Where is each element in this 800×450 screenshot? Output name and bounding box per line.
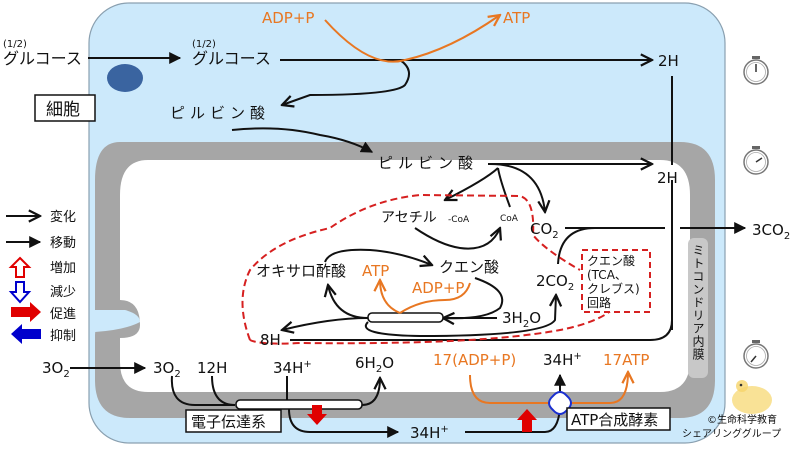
glycolysis-loop [282,59,410,105]
cell-glucose: グルコース [192,49,271,68]
adp-to-synthase [469,374,550,404]
legend-promote-arrow-icon [11,302,41,322]
mito-pyruvate: ピルビン酸 [378,154,478,172]
glycolysis-atp-arrow [324,15,500,63]
oxaloacetate-to-citrate-arrow [324,248,432,265]
o2-to-etc [170,375,235,406]
synthase-to-atp-arrow [570,372,628,404]
cell-glucose-fraction: (1/2) [192,39,216,50]
legend-down-arrow-icon [8,281,32,304]
cycle-to-8h-arrow [282,317,369,330]
coa-return [497,167,511,208]
tca-cycle-boundary [241,193,621,345]
cell-atp: ATP [503,9,530,27]
mito-2h: 2H [657,169,678,187]
citric-acid: クエン酸 [439,258,499,276]
h-collect-line [290,319,673,341]
pyruvate-to-co2-arrow [489,163,545,212]
tca-label-line-2: (TCA、 [587,268,627,282]
legend-label-2: 移動 [50,236,76,251]
cycle-to-2co2-arrow [365,295,556,338]
legend-label-6: 抑制 [50,329,76,344]
cycle-adp-p: ADP+P [412,279,464,297]
acetyl-to-citrate-arrow [414,228,500,250]
duck-mascot-icon [732,380,772,414]
stopwatch-icon [743,340,769,369]
legend-inhibit-arrow-icon [11,324,41,344]
cell-label-box [34,94,96,122]
inner-membrane-label: ミトコンドリア内膜 [691,244,705,361]
cycle-adp-arc [399,282,471,314]
12h-to-etc [211,375,236,406]
legend-label-3: 増加 [50,261,76,276]
stopwatch-icon [743,56,769,85]
adp-17: 17(ADP+P) [433,351,516,369]
cycle-atp: ATP [362,262,389,280]
eight-h: 8H [260,331,281,349]
water: 6H2O [355,354,394,375]
legend-label-4: 減少 [50,284,76,300]
pyruvate-transport-arrow [231,127,374,153]
mito-o2: 3O2 [153,359,181,380]
h-plus-34: 34H+ [273,359,312,377]
outside-o2: 3O2 [42,359,70,380]
etc-promote-arrow-icon [307,405,327,425]
outside-glucose: グルコース [3,49,82,68]
outside-co2: 3CO2 [752,221,790,242]
h-plus-34-bottom: 34H+ [410,424,449,442]
synthase-promote-arrow-icon [517,409,537,432]
two-co2: 2CO2 [536,272,574,293]
nucleus [107,64,143,92]
legend-label-1: 変化 [50,209,76,225]
acetyl-coa-suffix: -CoA [448,215,470,225]
atp-17: 17ATP [603,351,649,369]
inner-membrane-label-box [688,238,708,378]
legend-label-5: 促進 [50,307,76,322]
three-h2o: 3H2O [502,309,541,330]
legend-up-arrow-icon [8,256,32,278]
credit-line-2: シェアリンググループ [682,427,781,440]
tca-enzyme-tube [367,312,444,323]
stopwatch-icon [743,146,769,175]
twelve-h: 12H [197,359,227,377]
coa: CoA [500,214,519,224]
cell-adp-p: ADP+P [262,9,314,27]
atp-synthase-label: ATP合成酵素 [571,411,658,429]
outside-glucose-fraction: (1/2) [3,39,27,50]
synthase-label-box [566,407,671,431]
h-plus-34-top: 34H+ [543,351,582,369]
tca-label-line-4: 回路 [587,295,611,310]
cell-label: 細胞 [46,100,80,120]
tca-label-line-3: クレブス) [587,281,640,296]
etc-label-box [185,409,282,433]
acetyl: アセチル [381,210,437,226]
etc-tube [235,399,363,410]
tca-label: クエン酸 (TCA、 クレブス) 回路 [587,253,640,310]
tca-label-box [581,249,651,313]
proton-pump-path [288,408,400,438]
pyruvate-to-acetyl-arrow [445,167,499,200]
membrane-fold [95,312,140,332]
tca-label-line-1: クエン酸 [587,253,635,268]
legend: 変化 移動 増加 減少 促進 抑制 [6,209,76,344]
co2: CO2 [530,220,559,241]
mitochondria-matrix [120,160,690,392]
cell-2h: 2H [658,52,679,70]
oxaloacetate: オキサロ酢酸 [256,262,346,280]
etc-to-water [361,378,380,406]
cell-pyruvate: ピルビン酸 [170,104,270,122]
etc-label: 電子伝達系 [191,413,266,431]
credit-line-1: ©生命科学教育 [707,413,777,426]
cycle-atp-arrow [380,280,401,314]
